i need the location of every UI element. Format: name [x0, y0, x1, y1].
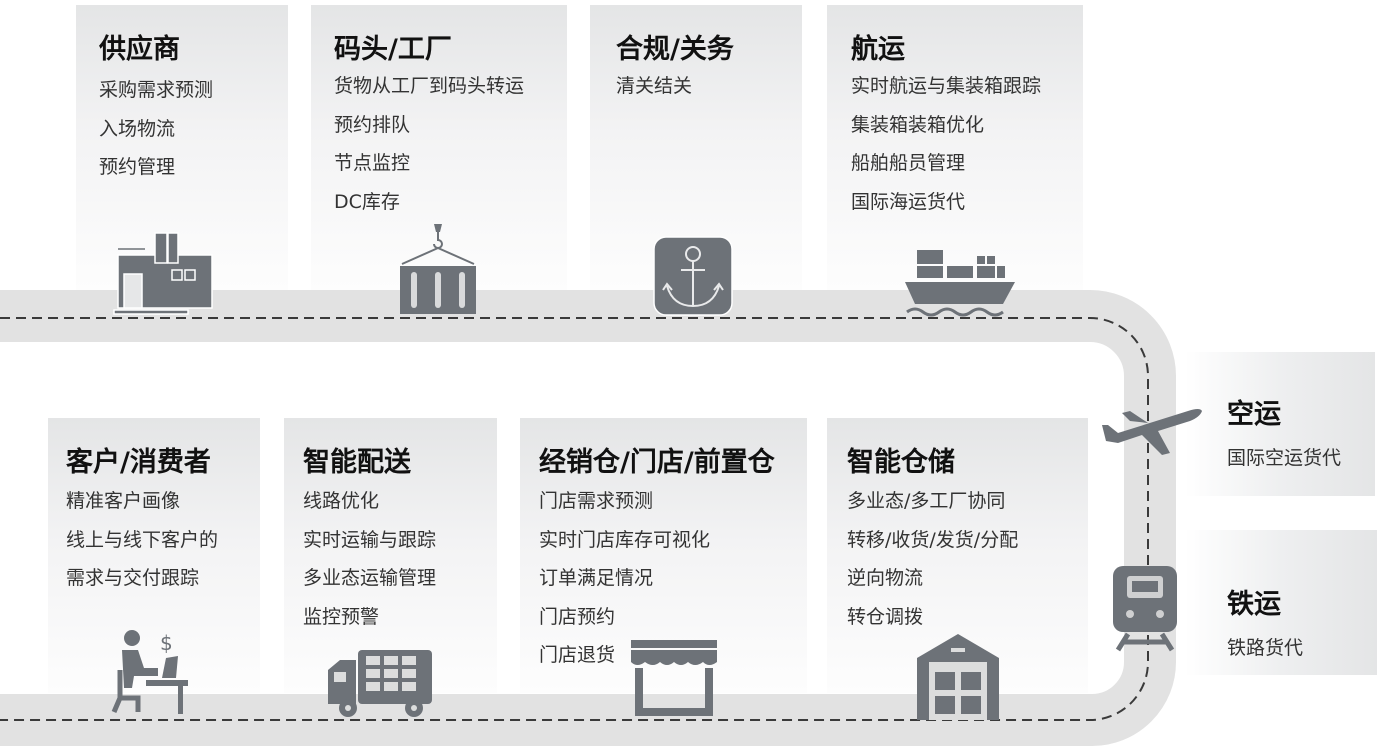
factory-icon — [113, 232, 213, 315]
list-item: 节点监控 — [334, 152, 411, 174]
card-title: 铁运 — [1227, 589, 1281, 620]
airplane-icon — [1102, 409, 1202, 455]
card-customer: 客户/消费者 精准客户画像 线上与线下客户的 需求与交付跟踪 — [48, 418, 260, 693]
store-icon — [631, 640, 717, 716]
train-icon — [1113, 566, 1177, 652]
list-item: 国际海运货代 — [851, 190, 966, 213]
anchor-icon — [653, 236, 733, 316]
card-title: 智能配送 — [303, 447, 411, 478]
customer-desk-icon: $ — [111, 630, 188, 714]
list-item: 逆向物流 — [847, 567, 924, 589]
list-item: 集装箱装箱优化 — [851, 113, 985, 136]
list-item: 入场物流 — [99, 117, 176, 140]
list-item: 预约管理 — [99, 156, 176, 178]
card-title: 供应商 — [99, 34, 180, 65]
list-item: 多业态/多工厂协同 — [847, 490, 1006, 512]
list-item: 线路优化 — [303, 490, 380, 512]
svg-text:$: $ — [160, 631, 173, 655]
list-item: 清关结关 — [616, 75, 693, 97]
card-title: 航运 — [851, 34, 905, 65]
warehouse-icon — [917, 634, 999, 720]
card-title: 码头/工厂 — [334, 34, 452, 65]
card-air: 空运 国际空运货代 — [1185, 352, 1375, 496]
list-item: 实时门店库存可视化 — [539, 528, 711, 551]
list-item: 货物从工厂到码头转运 — [334, 75, 525, 97]
card-shipping: 航运 实时航运与集装箱跟踪 集装箱装箱优化 船舶船员管理 国际海运货代 — [827, 5, 1083, 290]
list-item: 船舶船员管理 — [851, 152, 966, 174]
list-item: 多业态运输管理 — [303, 567, 437, 589]
card-subtitle: 国际空运货代 — [1227, 447, 1342, 469]
container-crane-icon — [400, 224, 476, 314]
cargo-ship-icon — [905, 250, 1015, 317]
list-item: 门店需求预测 — [539, 490, 654, 512]
list-item: 门店退货 — [539, 644, 616, 666]
list-item: 采购需求预测 — [99, 79, 214, 101]
list-item: DC库存 — [334, 190, 400, 213]
list-item: 监控预警 — [303, 605, 380, 628]
card-title: 智能仓储 — [847, 447, 955, 478]
list-item: 实时运输与跟踪 — [303, 528, 437, 551]
card-title: 经销仓/门店/前置仓 — [539, 447, 775, 478]
list-item: 精准客户画像 — [66, 490, 181, 512]
list-item: 实时航运与集装箱跟踪 — [851, 75, 1042, 97]
card-dock-factory: 码头/工厂 货物从工厂到码头转运 预约排队 节点监控 DC库存 — [311, 5, 567, 290]
list-item: 订单满足情况 — [539, 567, 654, 589]
card-smart-delivery: 智能配送 线路优化 实时运输与跟踪 多业态运输管理 监控预警 — [284, 418, 497, 693]
list-item: 线上与线下客户的 — [66, 528, 219, 551]
card-title: 空运 — [1227, 399, 1281, 430]
card-title: 客户/消费者 — [66, 447, 211, 478]
card-subtitle: 铁路货代 — [1227, 637, 1304, 659]
card-title: 合规/关务 — [616, 34, 734, 65]
delivery-truck-icon — [328, 650, 432, 717]
list-item: 需求与交付跟踪 — [66, 567, 200, 589]
list-item: 转仓调拨 — [847, 605, 924, 628]
card-supplier: 供应商 采购需求预测 入场物流 预约管理 — [76, 5, 288, 290]
list-item: 转移/收货/发货/分配 — [847, 528, 1019, 551]
list-item: 预约排队 — [334, 113, 411, 136]
list-item: 门店预约 — [539, 605, 616, 628]
card-rail: 铁运 铁路货代 — [1185, 530, 1377, 675]
